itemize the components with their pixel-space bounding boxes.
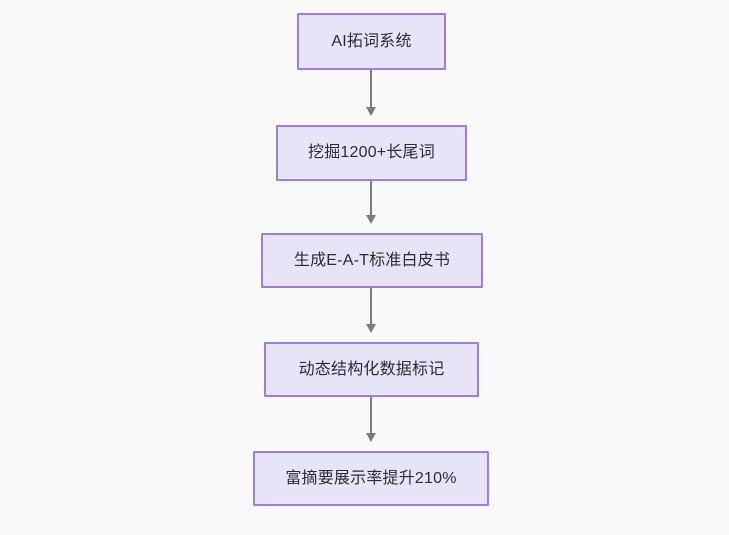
flow-edge-line <box>370 181 372 216</box>
flow-node-label: 生成E-A-T标准白皮书 <box>293 251 451 269</box>
flow-edge-line <box>370 70 372 108</box>
flow-node-label: 富摘要展示率提升210% <box>285 469 457 487</box>
flow-node-rich-snippet-uplift[interactable]: 富摘要展示率提升210% <box>253 451 489 506</box>
arrow-head-icon <box>366 324 376 333</box>
arrow-head-icon <box>366 107 376 116</box>
flow-node-label: 动态结构化数据标记 <box>298 360 445 378</box>
flow-edge-line <box>370 288 372 325</box>
flow-node-dynamic-structured-data-markup[interactable]: 动态结构化数据标记 <box>264 342 479 397</box>
flow-node-ai-keyword-system[interactable]: AI拓词系统 <box>297 13 446 70</box>
flow-node-mine-longtail-keywords[interactable]: 挖掘1200+长尾词 <box>276 125 467 181</box>
flow-edge-line <box>370 397 372 434</box>
arrow-head-icon <box>366 215 376 224</box>
flow-node-label: 挖掘1200+长尾词 <box>308 144 435 162</box>
flow-node-label: AI拓词系统 <box>331 32 412 50</box>
flow-node-generate-eat-whitepaper[interactable]: 生成E-A-T标准白皮书 <box>261 233 483 288</box>
arrow-head-icon <box>366 433 376 442</box>
